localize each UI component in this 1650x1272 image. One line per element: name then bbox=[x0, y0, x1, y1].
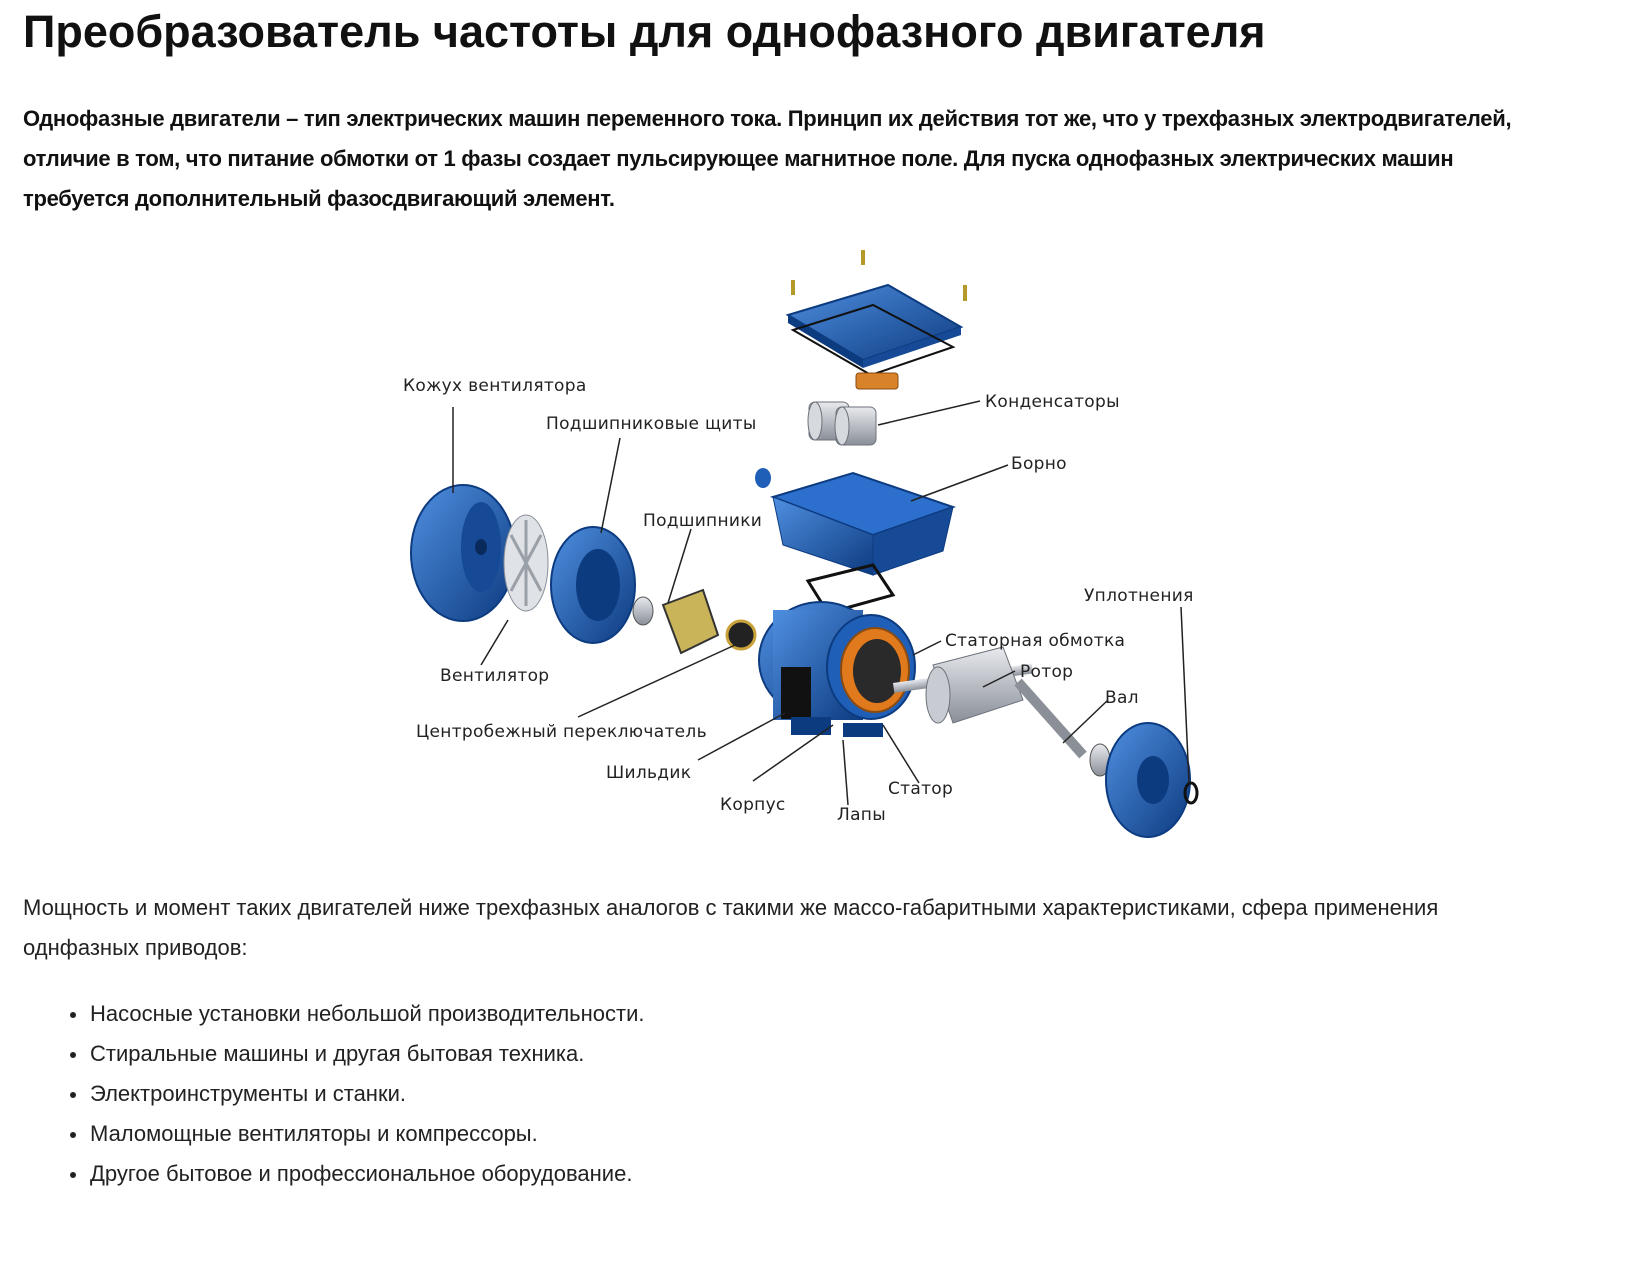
label-stator: Статор bbox=[888, 779, 953, 799]
label-shaft: Вал bbox=[1105, 688, 1139, 708]
bearing-shield-left bbox=[550, 526, 636, 644]
label-rotor: Ротор bbox=[1020, 662, 1073, 682]
label-capacitors: Конденсаторы bbox=[985, 392, 1120, 412]
body-paragraph: Мощность и момент таких двигателей ниже … bbox=[23, 895, 1439, 960]
label-bearing-shields: Подшипниковые щиты bbox=[546, 414, 757, 434]
applications-list: Насосные установки небольшой производите… bbox=[23, 994, 644, 1194]
label-terminal-box: Борно bbox=[1011, 454, 1067, 474]
label-bearings: Подшипники bbox=[643, 511, 762, 531]
list-item: Другое бытовое и профессиональное оборуд… bbox=[69, 1154, 644, 1194]
label-stator-winding: Статорная обмотка bbox=[945, 631, 1125, 651]
bearing-shield-right bbox=[1105, 722, 1199, 838]
fan bbox=[503, 514, 549, 612]
label-feet: Лапы bbox=[837, 805, 886, 825]
list-item: Стиральные машины и другая бытовая техни… bbox=[69, 1034, 644, 1074]
list-item: Электроинструменты и станки. bbox=[69, 1074, 644, 1114]
label-seals: Уплотнения bbox=[1084, 586, 1194, 606]
label-centrifugal-switch: Центробежный переключатель bbox=[416, 722, 707, 742]
switch-plate bbox=[661, 588, 720, 655]
label-fan: Вентилятор bbox=[440, 666, 549, 686]
motor-exploded-diagram: Кожух вентилятора Подшипниковые щиты Под… bbox=[363, 235, 1223, 860]
diagram-svg: Кожух вентилятора Подшипниковые щиты Под… bbox=[403, 250, 1199, 838]
label-housing: Корпус bbox=[720, 795, 786, 815]
fan-cover bbox=[410, 484, 516, 622]
capacitors bbox=[807, 401, 877, 446]
label-fan-cover: Кожух вентилятора bbox=[403, 376, 587, 396]
rotor bbox=[892, 646, 1087, 759]
list-item: Насосные установки небольшой производите… bbox=[69, 994, 644, 1034]
terminal-box bbox=[755, 468, 957, 615]
lead-paragraph: Однофазные двигатели – тип электрических… bbox=[23, 106, 1512, 211]
stator-housing bbox=[758, 601, 916, 737]
list-item: Маломощные вентиляторы и компрессоры. bbox=[69, 1114, 644, 1154]
leader-lines bbox=[452, 400, 1190, 806]
bearing-left bbox=[632, 596, 654, 626]
page-title: Преобразователь частоты для однофазного … bbox=[23, 6, 1266, 57]
label-nameplate: Шильдик bbox=[606, 763, 691, 783]
terminal-block bbox=[855, 372, 899, 390]
centrifugal-switch bbox=[725, 619, 757, 651]
terminal-cover bbox=[785, 250, 967, 377]
